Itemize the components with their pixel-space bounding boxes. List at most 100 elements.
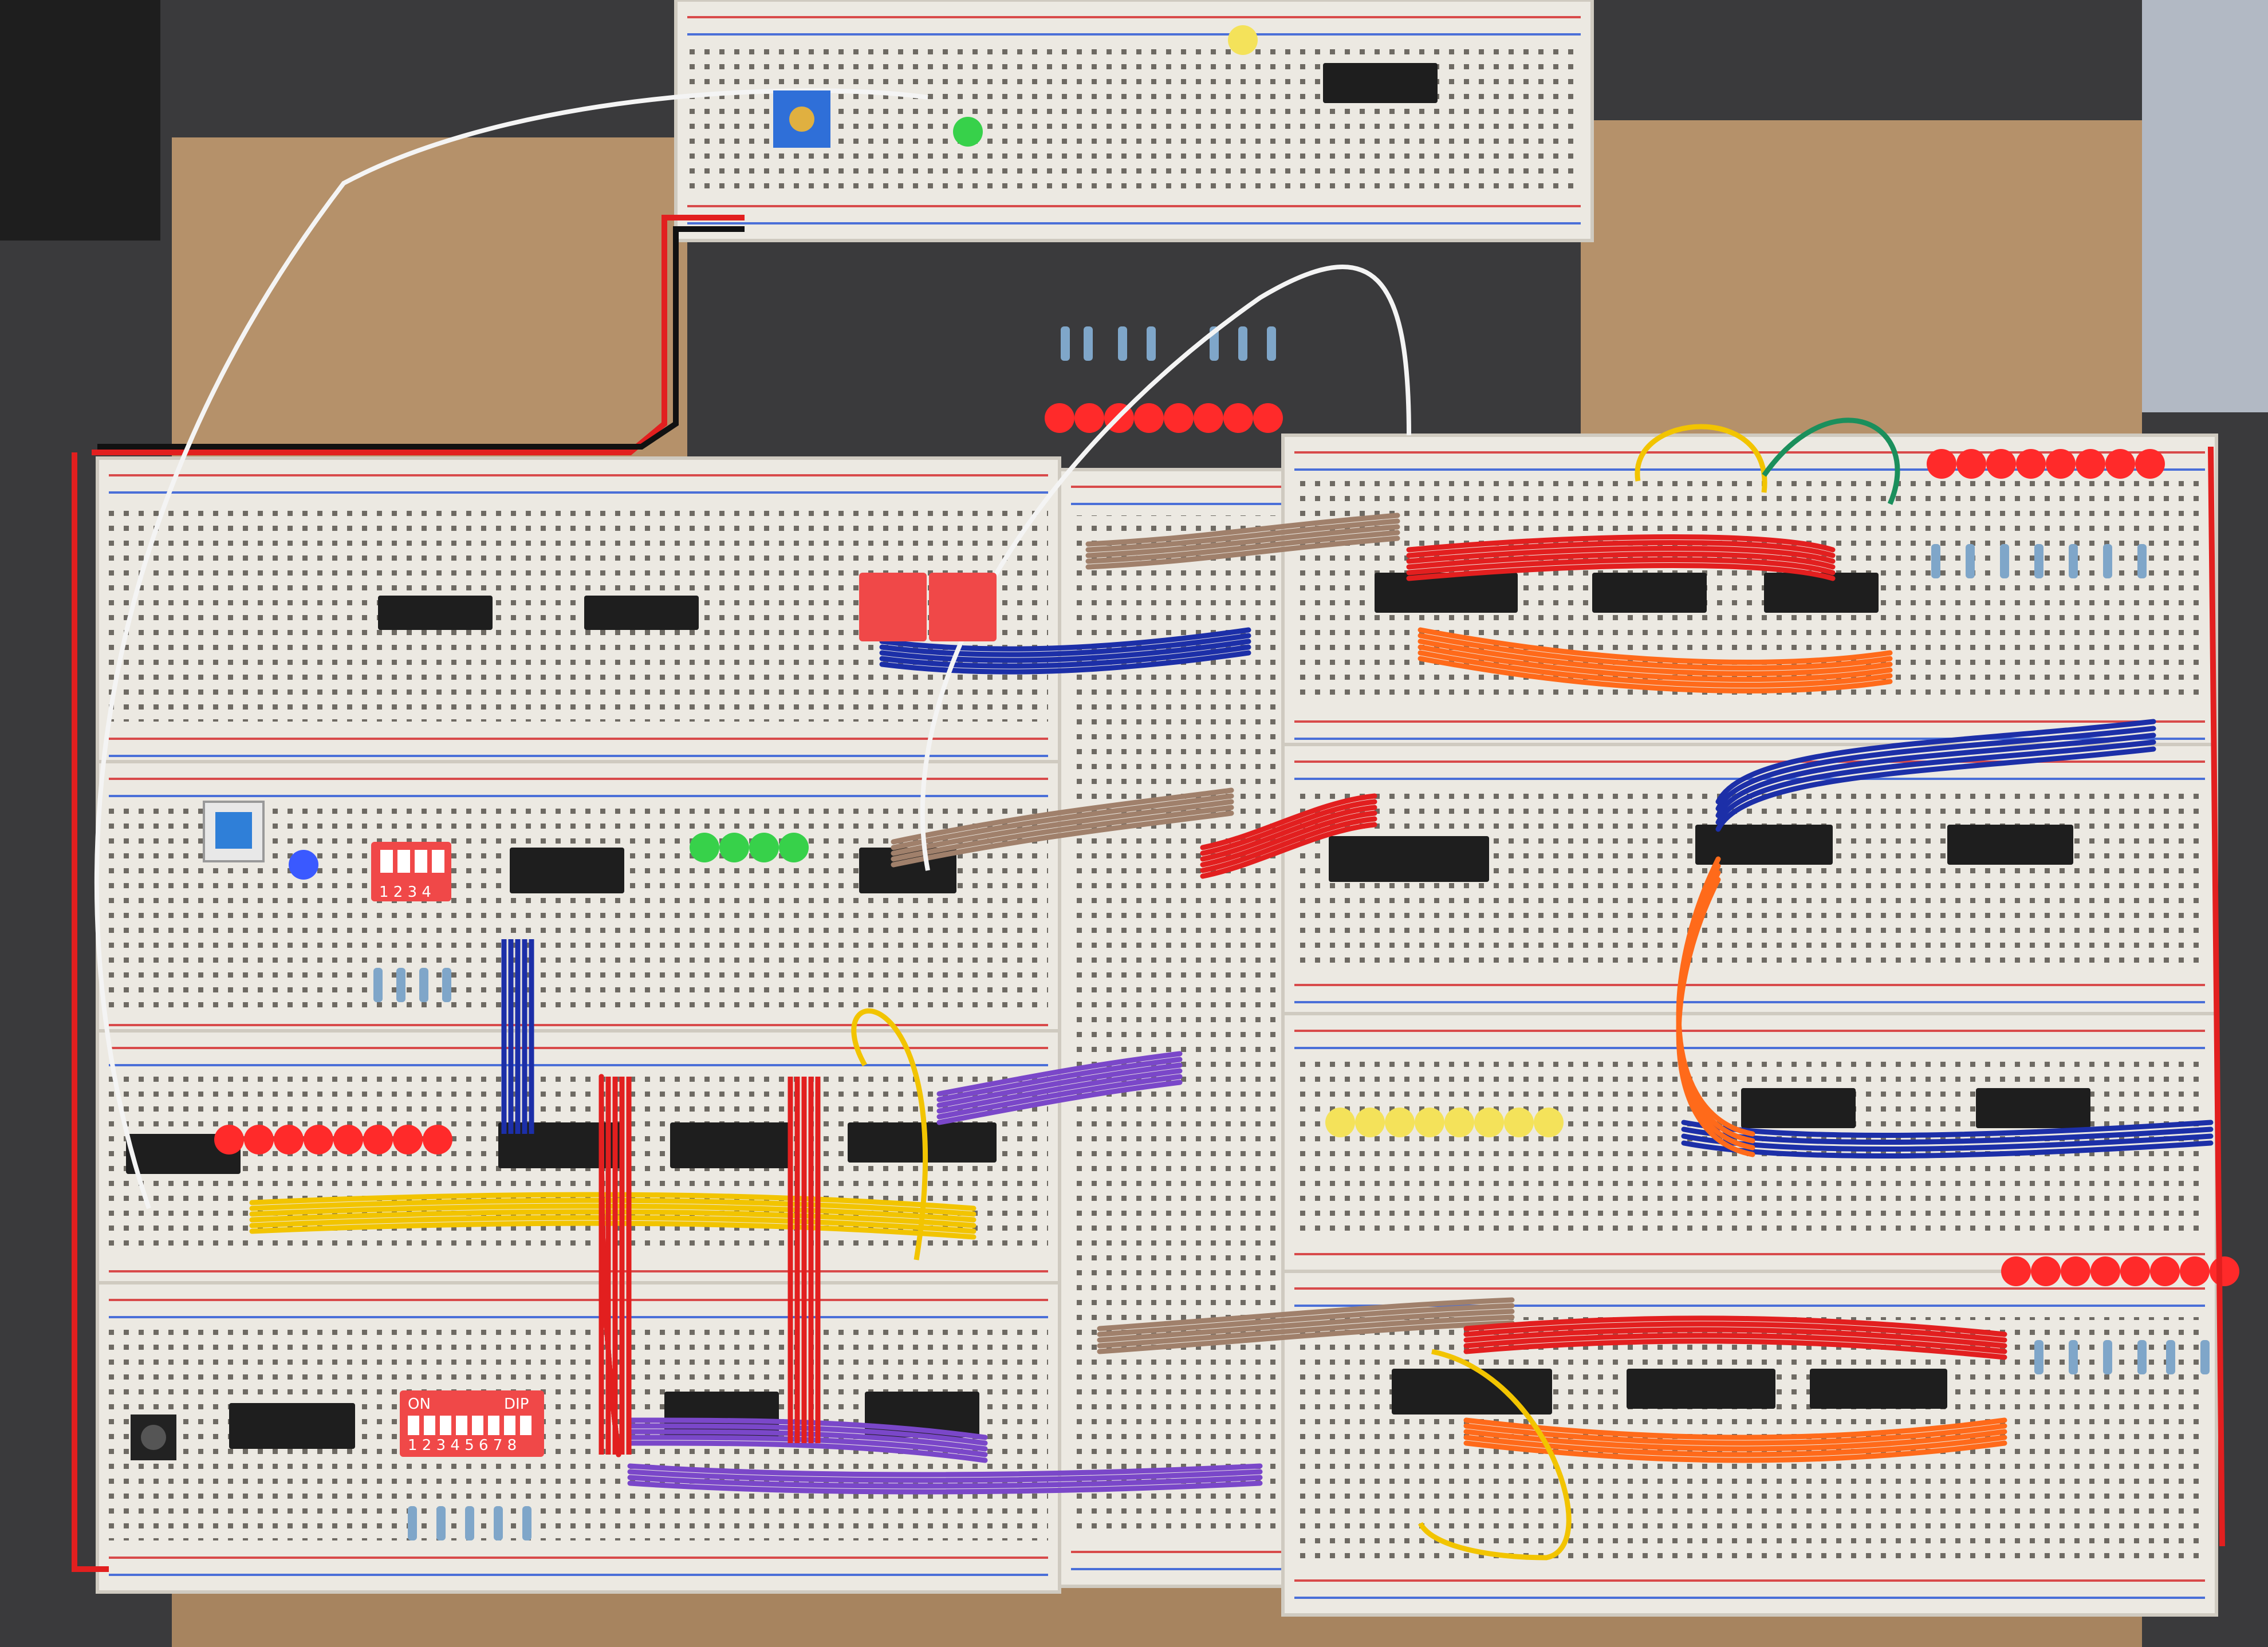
led-red-right-1 [1956, 449, 1986, 479]
wire-blue-right-low-1 [1681, 1126, 2214, 1145]
wire-yellow-2 [249, 1203, 976, 1223]
resistor-10 [2034, 544, 2043, 578]
resistor-14 [2034, 1340, 2043, 1374]
wire-purple-1 [936, 1057, 1183, 1102]
dip-switch-8[interactable]: ON DIP 1 2 3 4 5 6 7 8 [400, 1390, 544, 1457]
wire-orange-bottom-0 [1463, 1417, 2007, 1440]
led-red-left-2 [274, 1125, 304, 1155]
wire-purple-0 [936, 1051, 1183, 1097]
push-button[interactable] [203, 801, 265, 862]
led-red-right-0 [1927, 449, 1956, 479]
wire-brown-mid-2 [891, 799, 1234, 856]
jumper-wires [72, 88, 2225, 1572]
dip-switch-top-b[interactable] [929, 573, 997, 641]
led-red-bottom-4 [2120, 1256, 2150, 1286]
led-red-left-7 [423, 1125, 452, 1155]
wire-brown-bottom-1 [1097, 1303, 1515, 1337]
led-yellow-2 [1385, 1108, 1415, 1137]
led-red-right-7 [2135, 449, 2165, 479]
led-yellow-7 [1534, 1108, 1564, 1137]
wire-orange-loop-3 [1676, 877, 1755, 1157]
led-yellow-5 [1474, 1108, 1504, 1137]
wire-white-long [94, 88, 928, 1209]
led-yellow-3 [1415, 1108, 1444, 1137]
wire-orange-right-2 [1418, 639, 1893, 676]
wire-blue-right-1 [1715, 726, 2156, 811]
wire-red-right-top-0 [1406, 534, 1836, 553]
wire-orange-right-1 [1418, 633, 1893, 671]
wire-red-right-top-3 [1406, 551, 1836, 570]
wire-purple-5 [936, 1079, 1183, 1125]
ic-chip-0 [378, 596, 493, 630]
wire-red-centre-1 [1200, 799, 1377, 856]
ic-chip-12 [1592, 573, 1707, 613]
wire-orange-right-4 [1418, 650, 1893, 688]
wire-yellow-0 [249, 1192, 976, 1211]
wire-brown-bottom-0 [1097, 1297, 1515, 1331]
dip-switch-8-on-label: ON [408, 1396, 431, 1413]
led-red-right-3 [2016, 449, 2046, 479]
ic-chip-7 [848, 1122, 997, 1163]
led-green-0 [690, 833, 719, 862]
wire-blue-right-low-0 [1681, 1120, 2214, 1138]
wire-red-centre-2 [1200, 805, 1377, 862]
wire-yellow-4 [249, 1215, 976, 1234]
ic-chips [126, 63, 2090, 1449]
wire-blue-right-3 [1715, 739, 2156, 825]
dip-switch-4-numbers: 1 2 3 4 [379, 884, 431, 901]
resistor-13 [2137, 544, 2147, 578]
resistor-12 [2103, 544, 2112, 578]
resistor-19 [2200, 1340, 2210, 1374]
wire-brown-top-3 [1085, 530, 1400, 564]
led-red-bottom-2 [2061, 1256, 2090, 1286]
led-red-right-5 [2076, 449, 2105, 479]
wire-yellow-arc-bottom [1418, 1349, 1572, 1561]
dip-switch-top-a[interactable] [859, 573, 927, 641]
ic-chip-11 [1375, 573, 1518, 613]
led-red-left-4 [333, 1125, 363, 1155]
wire-brown-mid-0 [891, 787, 1234, 845]
resistor-28 [522, 1506, 531, 1540]
wire-yellow-arc-top [1635, 424, 1767, 493]
led-yellow-1 [1355, 1108, 1385, 1137]
dip-switch-8-numbers: 1 2 3 4 5 6 7 8 [408, 1437, 517, 1454]
dip-8-key-3 [456, 1416, 467, 1435]
resistor-16 [2103, 1340, 2112, 1374]
led-red-left-1 [244, 1125, 274, 1155]
reset-button[interactable] [131, 1414, 176, 1460]
leds [214, 25, 2239, 1286]
wire-red-centre-5 [1200, 822, 1377, 879]
potentiometer[interactable] [773, 90, 830, 148]
wire-blue-right-low-3 [1681, 1140, 2214, 1159]
desk-left-object [0, 0, 160, 241]
wire-orange-bottom-1 [1463, 1423, 2007, 1446]
resistor-1 [1084, 326, 1093, 361]
dip-switch-4[interactable]: 1 2 3 4 [371, 842, 451, 901]
resistor-5 [1238, 326, 1247, 361]
wire-red-bottom-0 [1463, 1315, 2007, 1337]
led-green-3 [779, 833, 809, 862]
led-red-left-3 [304, 1125, 333, 1155]
led-red-bottom-5 [2150, 1256, 2180, 1286]
ic-chip-13 [1764, 573, 1879, 613]
ic-chip-6 [670, 1122, 790, 1168]
resistor-20 [373, 968, 383, 1002]
dip-8-key-7 [520, 1416, 531, 1435]
resistor-23 [442, 968, 451, 1002]
resistor-17 [2137, 1340, 2147, 1374]
wire-brown-bottom-3 [1097, 1314, 1515, 1349]
ic-chip-22 [1323, 63, 1438, 103]
ic-chip-19 [1392, 1369, 1552, 1414]
wire-power-red-right [2208, 446, 2225, 1547]
wire-red-centre-0 [1200, 793, 1377, 850]
ic-chip-2 [510, 848, 624, 893]
led-red-top-6 [1223, 403, 1253, 433]
led-red-bottom-6 [2180, 1256, 2210, 1286]
resistors [373, 326, 2210, 1540]
dip-8-key-2 [440, 1416, 451, 1435]
resistor-15 [2069, 1340, 2078, 1374]
wire-red-bottom-3 [1463, 1333, 2007, 1354]
wire-blue-right-4 [1715, 746, 2156, 832]
wire-purple-4 [936, 1074, 1183, 1120]
resistor-26 [465, 1506, 474, 1540]
